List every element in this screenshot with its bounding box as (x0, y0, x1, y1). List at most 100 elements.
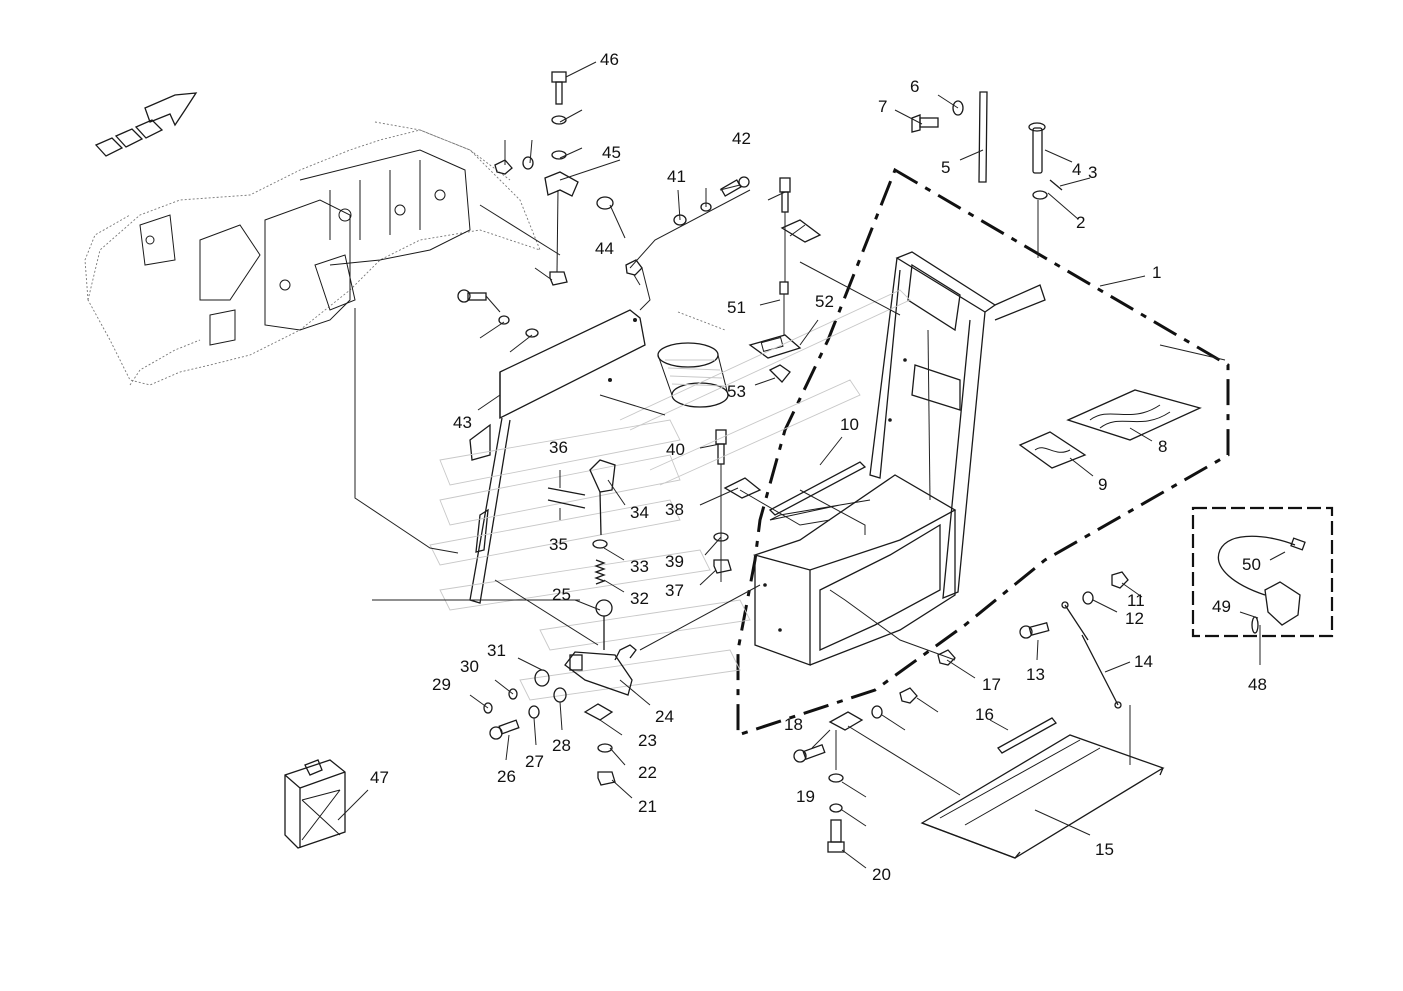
callout-8: 8 (1158, 437, 1167, 456)
bolt-40-top (779, 177, 791, 213)
sensor-cable-icon (1217, 535, 1306, 634)
callout-6-top: 6 (910, 77, 919, 96)
callout-51: 51 (727, 298, 746, 317)
callout-44: 44 (595, 239, 614, 258)
callout-14: 14 (1134, 652, 1153, 671)
washer-22-c (498, 315, 510, 325)
plate-23 (583, 703, 614, 721)
washer-33 (592, 539, 608, 549)
pin-35 (547, 499, 586, 509)
callout-38-mid: 38 (665, 500, 684, 519)
callout-43: 43 (453, 413, 472, 432)
bolt-7 (911, 114, 939, 133)
callout-52: 52 (815, 292, 834, 311)
callout-39: 39 (665, 552, 684, 571)
callout-35: 35 (549, 535, 568, 554)
callout-32: 32 (630, 589, 649, 608)
callout-15: 15 (1095, 840, 1114, 859)
callout-labels: 1 2 3 4 5 6 7 8 9 10 11 12 13 14 15 16 1… (370, 50, 1267, 884)
gas-spring-14 (1061, 601, 1122, 709)
callout-13: 13 (1026, 665, 1045, 684)
washer-28-top (551, 150, 567, 160)
washer-22-a (522, 156, 534, 170)
callout-7: 7 (878, 97, 887, 116)
latch-53 (768, 364, 791, 383)
latch-24 (564, 599, 637, 696)
pin-4 (1028, 122, 1046, 174)
tractor-frame (84, 121, 541, 386)
bolt-20 (827, 819, 845, 853)
washer-6-low (829, 803, 843, 813)
callout-21-low: 21 (638, 797, 657, 816)
callout-17-b: 17 (982, 675, 1001, 694)
callout-18: 18 (784, 715, 803, 734)
nut-21-low (597, 771, 616, 786)
callout-30: 30 (460, 657, 479, 676)
callout-48: 48 (1248, 675, 1267, 694)
bolt-26 (489, 719, 520, 740)
callout-40-mid: 40 (666, 440, 685, 459)
sensor-box (1191, 506, 1334, 638)
callout-16: 16 (975, 705, 994, 724)
callout-25: 25 (552, 585, 571, 604)
travel-direction-arrow-icon (94, 92, 198, 157)
nut-37 (713, 559, 732, 574)
washer-27-top (551, 115, 567, 125)
fuel-canister-icon (284, 759, 346, 849)
callout-33: 33 (630, 557, 649, 576)
callout-4: 4 (1072, 160, 1081, 179)
bolt-19 (793, 743, 826, 763)
callout-20: 20 (872, 865, 891, 884)
bracket-38-top (780, 219, 822, 243)
decal-8 (1066, 389, 1202, 441)
bracket-38-mid (723, 477, 762, 499)
callout-9: 9 (1098, 475, 1107, 494)
callout-27-low: 27 (525, 752, 544, 771)
pin-36 (547, 487, 586, 496)
assembly-outline (736, 167, 1230, 738)
washer-12-a (1082, 591, 1094, 605)
washer-6-top (952, 100, 964, 116)
knob-44 (596, 196, 614, 210)
handle-34 (589, 459, 616, 536)
callout-11-a: 11 (1127, 591, 1145, 610)
callout-45: 45 (602, 143, 621, 162)
washer-29 (483, 702, 493, 714)
nut-17 (549, 271, 568, 286)
cotter-3 (1049, 179, 1063, 191)
nut-11-b (899, 687, 918, 704)
callout-3: 3 (1088, 163, 1097, 182)
strap-5 (978, 91, 988, 183)
nut-17-b (937, 649, 956, 666)
step-15 (920, 734, 1165, 859)
callout-22-low: 22 (638, 763, 657, 782)
bolt-42-a (720, 176, 750, 197)
callout-12-a: 12 (1125, 609, 1144, 628)
bolt-46 (551, 71, 567, 105)
callout-46: 46 (600, 50, 619, 69)
bolt-42-b (457, 289, 487, 303)
washer-27 (528, 705, 540, 719)
callout-19: 19 (796, 787, 815, 806)
ghost-outlines (429, 289, 911, 701)
nut-21-b (625, 259, 643, 276)
washer-30 (508, 688, 518, 700)
callout-10: 10 (840, 415, 859, 434)
side-panel-43 (469, 309, 646, 604)
bracket-18 (828, 711, 864, 731)
nut-21-a (494, 159, 513, 175)
tool-cabinet (752, 251, 1046, 666)
callout-47: 47 (370, 768, 389, 787)
callout-29: 29 (432, 675, 451, 694)
callout-49: 49 (1212, 597, 1231, 616)
callout-5: 5 (941, 158, 950, 177)
washer-2 (1032, 190, 1048, 200)
callout-37: 37 (665, 581, 684, 600)
washer-12-c (828, 773, 844, 783)
decal-9 (1018, 431, 1087, 469)
spring-32 (594, 559, 606, 585)
callout-24: 24 (655, 707, 674, 726)
nut-51 (779, 281, 789, 295)
leader-lines (337, 61, 1286, 869)
